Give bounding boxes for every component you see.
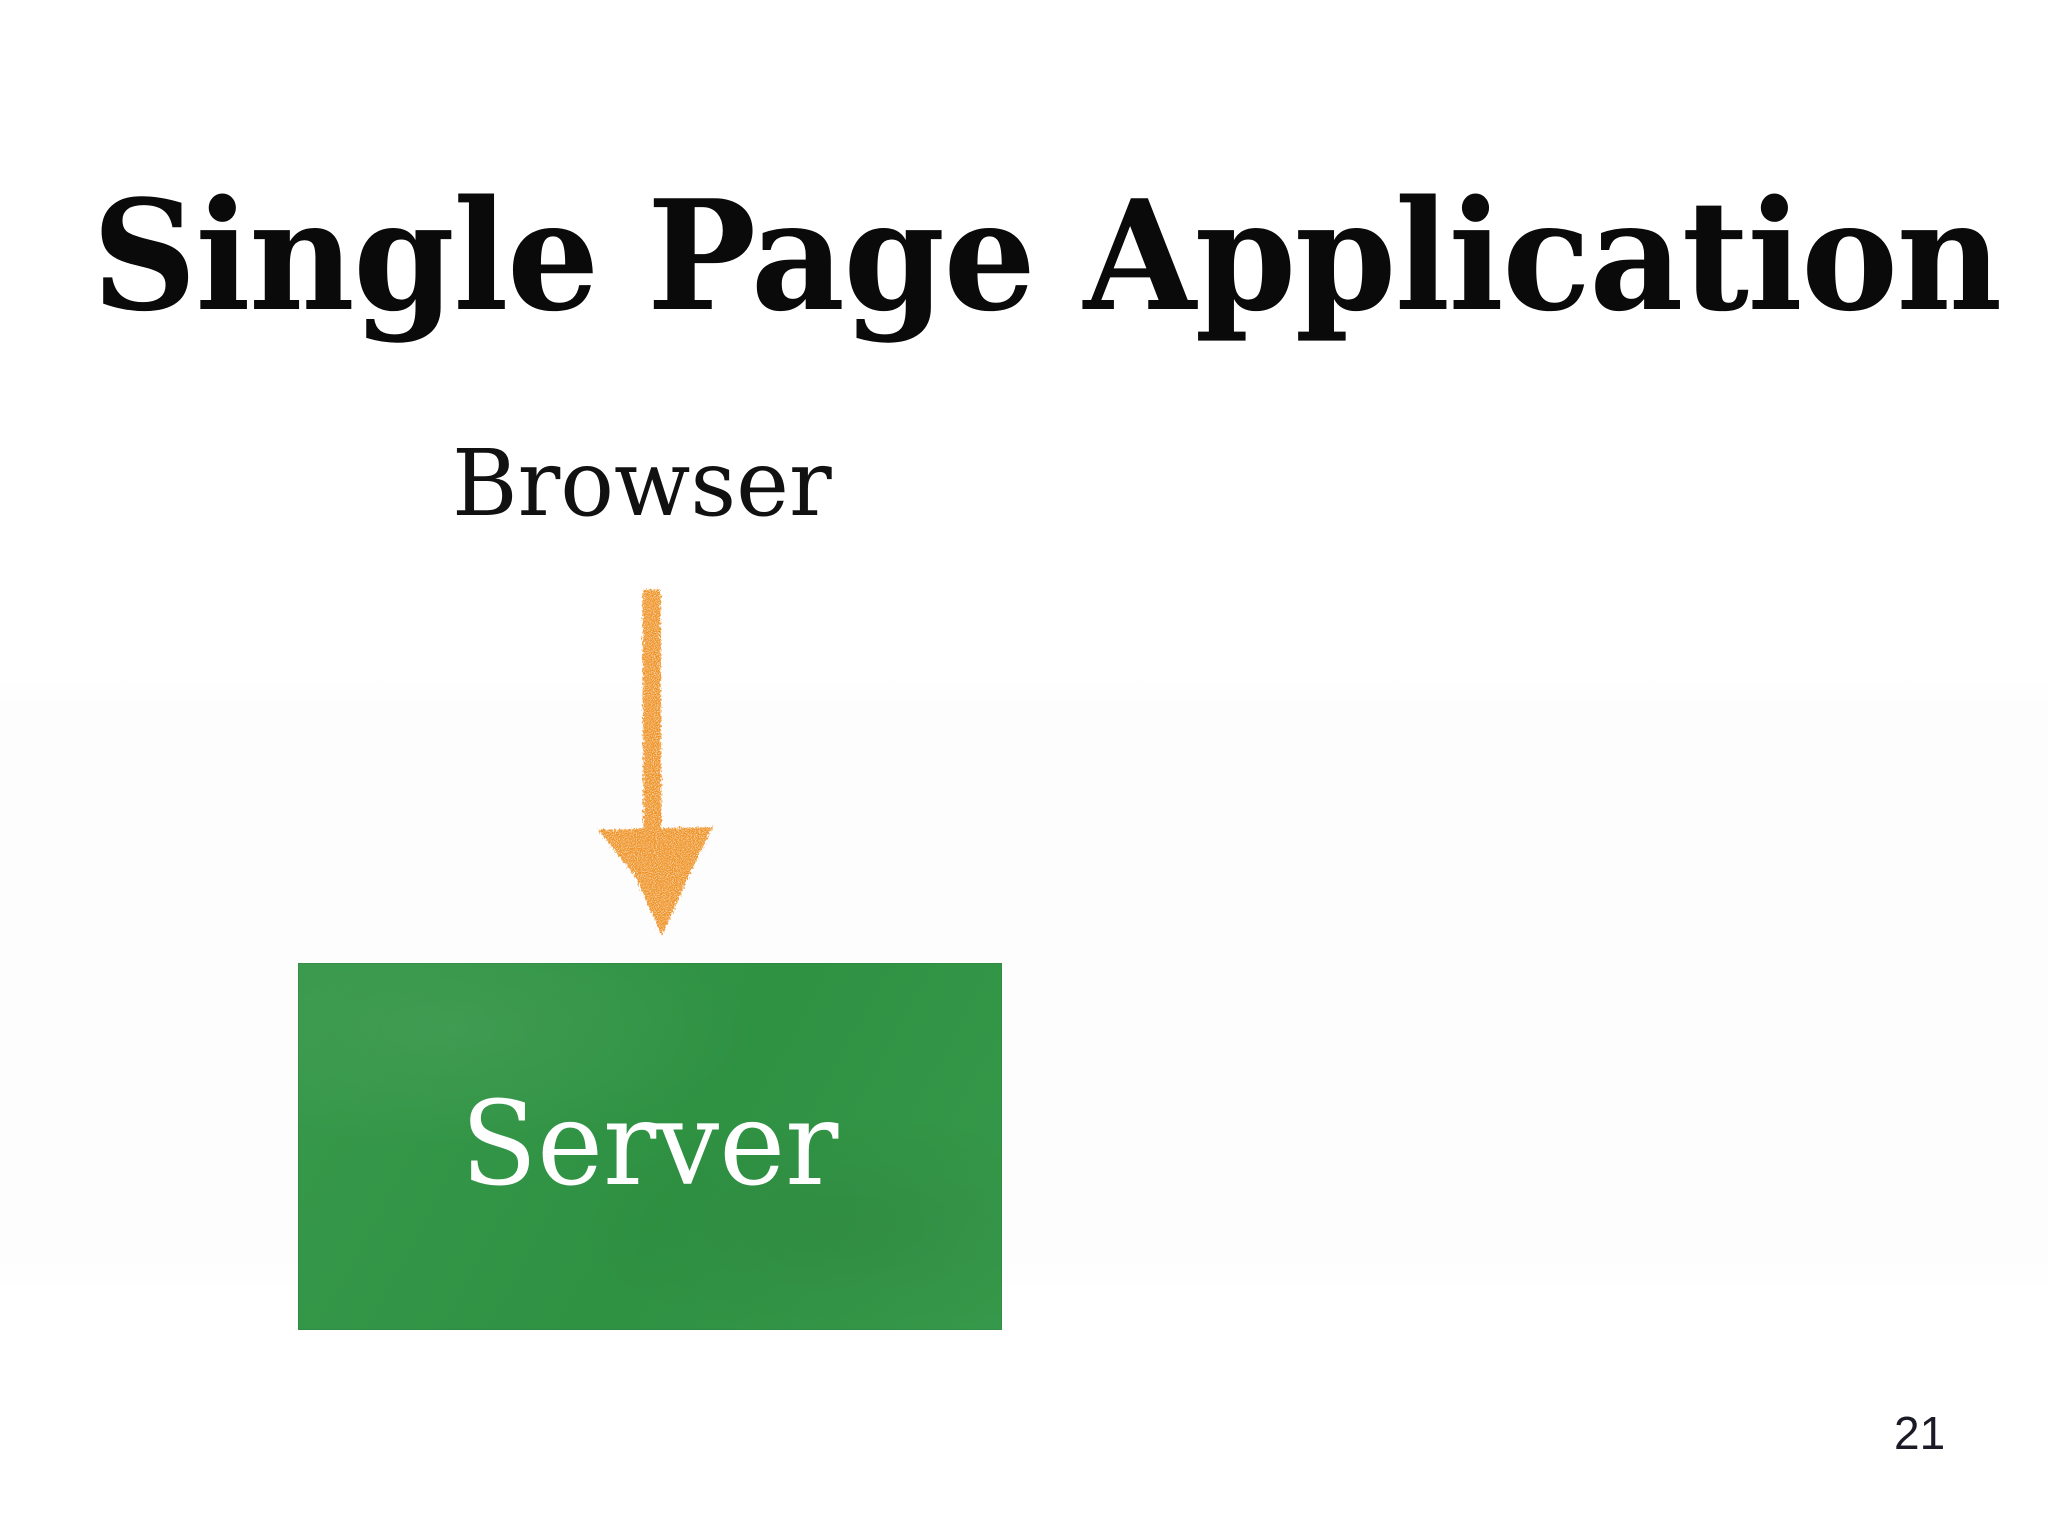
diagram-node-browser: Browser bbox=[452, 430, 832, 537]
diagram-node-server: Server bbox=[298, 963, 1002, 1330]
page-title: Single Page Application bbox=[92, 165, 2002, 345]
diagram-node-server-label: Server bbox=[461, 1076, 839, 1212]
arrow-down-icon bbox=[598, 589, 713, 936]
page-number: 21 bbox=[1894, 1407, 1946, 1459]
diagram-connector-browser-to-server bbox=[586, 584, 734, 944]
